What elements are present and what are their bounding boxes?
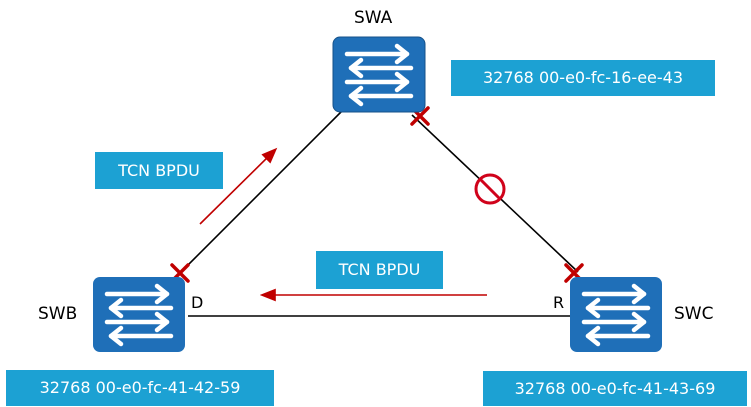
swb-bridge-id: 32768 00-e0-fc-41-42-59: [6, 370, 274, 406]
swa-name: SWA: [354, 8, 393, 28]
switch-swc: [570, 277, 662, 352]
swc-port-role: R: [553, 293, 565, 312]
tcn-bpdu-label-bottom: TCN BPDU: [316, 251, 443, 289]
switch-swb: [93, 277, 185, 352]
swa-bridge-id: 32768 00-e0-fc-16-ee-43: [451, 60, 715, 96]
switch-swa: [332, 36, 426, 113]
swb-name: SWB: [38, 304, 78, 324]
swc-bridge-id: 32768 00-e0-fc-41-43-69: [483, 371, 747, 406]
tcn-bpdu-label-left: TCN BPDU: [95, 152, 223, 189]
swc-name: SWC: [674, 304, 714, 324]
swb-port-role: D: [191, 293, 204, 312]
blocked-port-icon: [474, 173, 506, 205]
link-swa-swb: [177, 107, 346, 276]
tcn-arrow-up: [199, 147, 278, 225]
switch-icon: [332, 36, 426, 113]
